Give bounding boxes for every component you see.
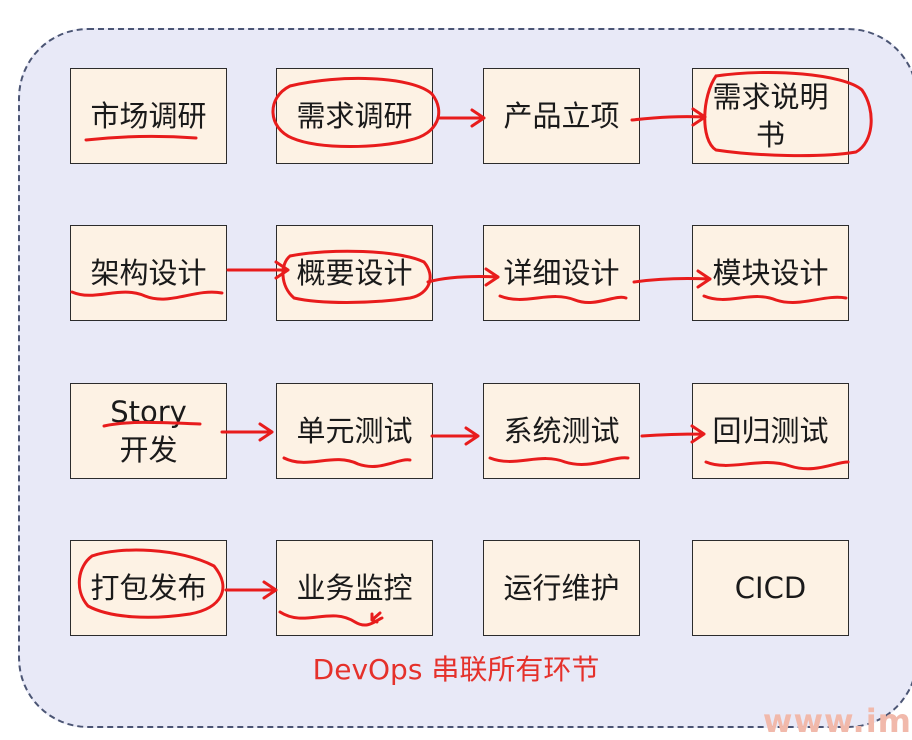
watermark-text: www.im [762, 702, 912, 740]
node-cicd: CICD [692, 540, 849, 636]
node-operations: 运行维护 [483, 540, 640, 636]
node-system-test: 系统测试 [483, 383, 640, 479]
node-regression-test: 回归测试 [692, 383, 849, 479]
node-product-initiation: 产品立项 [483, 68, 640, 164]
node-requirement-research: 需求调研 [276, 68, 433, 164]
node-module-design: 模块设计 [692, 225, 849, 321]
node-detailed-design: 详细设计 [483, 225, 640, 321]
node-outline-design: 概要设计 [276, 225, 433, 321]
node-architecture-design: 架构设计 [70, 225, 227, 321]
node-requirement-spec: 需求说明 书 [692, 68, 849, 164]
node-package-release: 打包发布 [70, 540, 227, 636]
devops-caption: DevOps 串联所有环节 [312, 653, 600, 686]
node-business-monitoring: 业务监控 [276, 540, 433, 636]
node-story-development: Story 开发 [70, 383, 227, 479]
node-unit-test: 单元测试 [276, 383, 433, 479]
node-market-research: 市场调研 [70, 68, 227, 164]
